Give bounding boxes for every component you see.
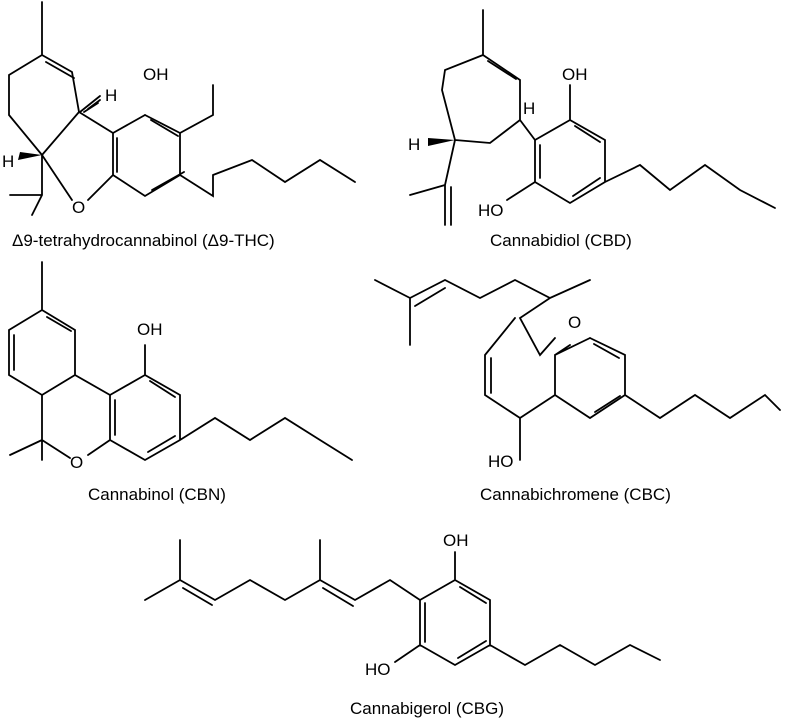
cbd-oh1-label: OH [562,65,588,84]
thc-structure: OH O H H Δ9-tetrahydrocannabinol (Δ9-THC… [2,1,356,250]
cbd-caption: Cannabidiol (CBD) [490,231,632,250]
cbc-structure: O HO Cannabichromene (CBC) [374,278,781,504]
thc-wedge [18,152,42,160]
thc-o-label: O [72,198,85,217]
cbn-caption: Cannabinol (CBN) [88,485,226,504]
thc-caption: Δ9-tetrahydrocannabinol (Δ9-THC) [12,231,275,250]
cbg-caption: Cannabigerol (CBG) [350,699,504,718]
thc-oh-label: OH [143,65,169,84]
cbd-oh2-label: HO [478,201,504,220]
thc-h1-label: H [105,86,117,105]
cbc-double-bonds [414,287,621,413]
cbg-oh2-label: HO [365,660,391,679]
cbd-h1-label: H [408,135,420,154]
thc-hash [79,95,101,113]
cbn-structure: OH O Cannabinol (CBN) [8,261,353,504]
cbg-structure: OH HO Cannabigerol (CBG) [144,531,661,718]
thc-h2-label: H [2,152,14,171]
cbd-structure: OH HO H H Cannabidiol (CBD) [408,9,776,250]
cbd-double-bonds [450,60,601,226]
thc-bonds [8,1,356,216]
cbd-h2-label: H [523,99,535,118]
cbg-bonds [144,539,661,667]
cbc-o-label: O [568,313,581,332]
cbn-bonds [8,261,353,462]
cbd-bonds [409,9,776,226]
cbc-oh-label: HO [488,452,514,471]
cbg-double-bonds [182,586,487,659]
cbd-wedge [428,138,455,146]
cbc-bonds [374,278,781,461]
cbg-oh1-label: OH [443,531,469,550]
cbn-oh-label: OH [137,320,163,339]
cbn-double-bonds [13,316,176,453]
thc-double-bonds [45,61,185,191]
cbn-o-label: O [70,453,83,472]
cbc-caption: Cannabichromene (CBC) [480,485,671,504]
